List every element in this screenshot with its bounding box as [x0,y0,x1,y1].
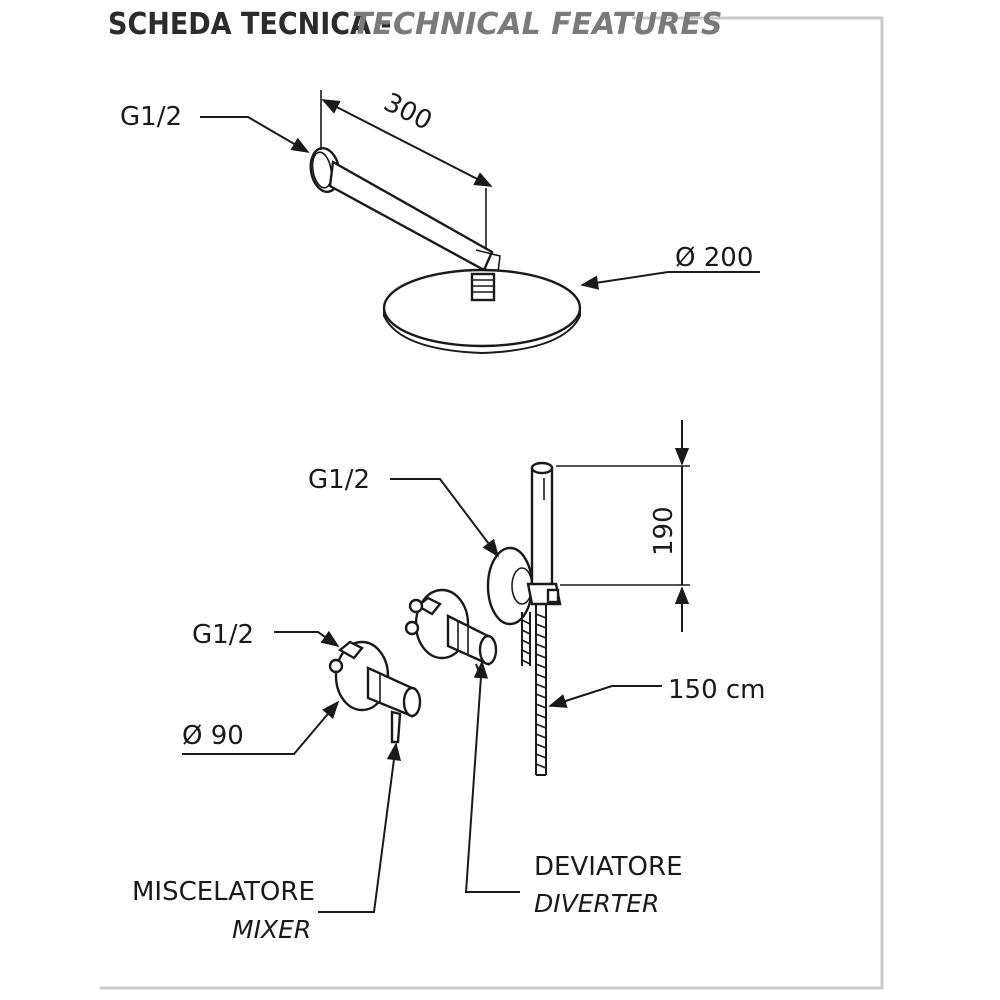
hose-length-label: 150 cm [668,675,766,705]
connection-leader [390,478,500,558]
hose-leader [548,685,662,708]
arm-length-dimension [321,99,493,187]
diverter-body [404,596,498,677]
mixer-name-en: MIXER [232,915,311,944]
hand-shower-connection-label: G1/2 [308,465,370,495]
shower-head-nut [470,272,496,302]
shower-hose [521,604,547,776]
arm-length-label: 300 [379,88,437,137]
shower-head-connection-label: G1/2 [120,102,182,132]
mixer-name-it: MISCELATORE [132,877,315,907]
title-sub: TECHNICAL FEATURES [352,7,723,42]
diverter-group: DEVIATORE DIVERTER [404,588,683,918]
mixer-connection-label: G1/2 [192,620,254,650]
mixer-leader [318,742,402,913]
hand-shower-height-label: 190 [649,506,679,556]
mixer-body [328,640,422,744]
hand-shower-wall-plate [486,546,534,626]
mixer-diameter-label: Ø 90 [182,721,244,751]
page-border [100,16,884,990]
shower-head-diameter-label: Ø 200 [675,243,753,273]
hand-shower-bracket [526,582,562,606]
mixer-group: G1/2 Ø 90 MISCELATORE MIXER [132,620,422,944]
diameter-leader [580,271,760,290]
shower-head-disc [382,268,582,355]
hand-shower-group: G1/2 190 150 cm [308,420,766,776]
diverter-name-it: DEVIATORE [534,852,683,882]
shower-head-group: G1/2 300 Ø 200 [120,88,760,355]
diameter-leader [182,700,340,755]
diverter-leader [464,660,520,893]
hand-shower-handle [530,461,554,592]
title-main: SCHEDA TECNICA - [108,7,392,42]
diverter-name-en: DIVERTER [534,889,659,918]
connection-leader [274,630,340,648]
connection-leader [200,116,310,153]
